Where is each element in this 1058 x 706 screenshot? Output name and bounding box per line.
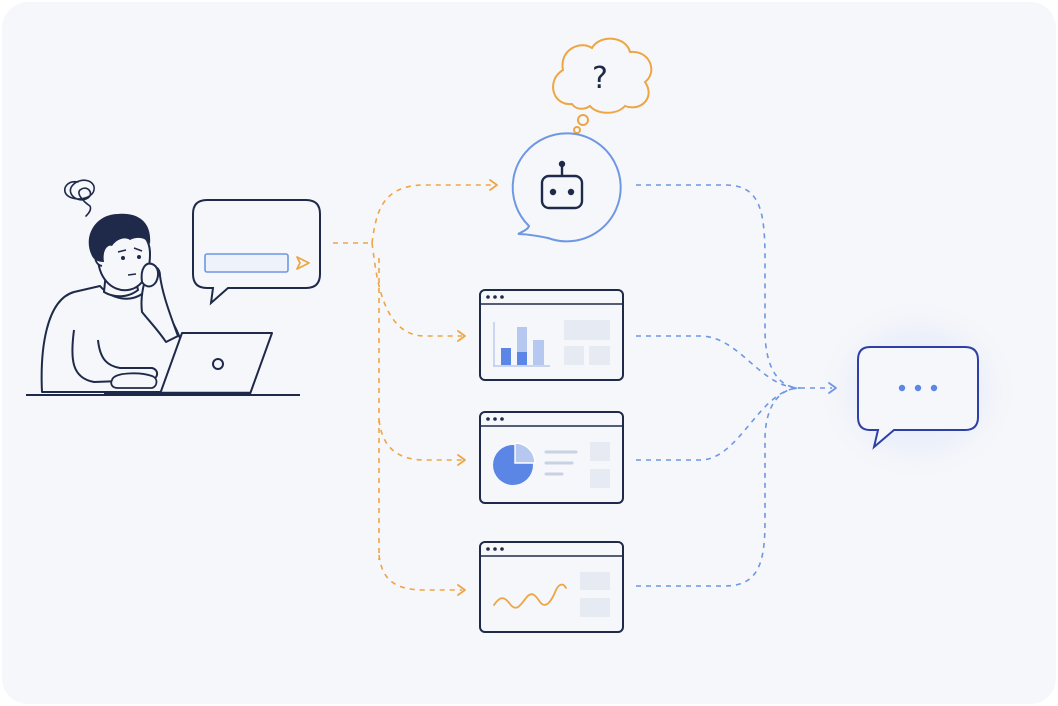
pie-slice	[514, 442, 536, 464]
window-dot-2	[493, 547, 497, 551]
connector-to-line-panel	[378, 554, 462, 591]
bar-2	[517, 327, 527, 365]
panel-frame	[479, 289, 624, 381]
person-resting-arm	[71, 329, 158, 383]
cloud-outline	[552, 37, 653, 114]
window-dot-1	[486, 547, 490, 551]
window-dot-2	[493, 295, 497, 299]
person-eye-left	[121, 256, 125, 260]
person-eyebrow-left	[117, 249, 127, 253]
person-eyebrow-right	[133, 247, 143, 252]
person-illustration	[26, 179, 300, 396]
arrowhead-line-panel	[457, 584, 466, 596]
connector-bar-panel-to-answer	[636, 335, 801, 389]
question-mark-icon: ?	[592, 61, 608, 96]
content-block-1	[564, 320, 610, 340]
orange-arrowheads	[457, 179, 498, 596]
window-dot-1	[486, 417, 490, 421]
arrowhead-robot	[489, 179, 498, 191]
content-block-2	[564, 346, 584, 365]
orange-connectors	[333, 184, 494, 591]
answer-bubble-outline	[857, 346, 979, 450]
robot-bubble-outline	[511, 132, 622, 243]
arrowhead-answer	[828, 382, 837, 394]
thought-cloud	[552, 37, 653, 134]
send-arrow-icon	[296, 256, 310, 270]
cloud-bubble-small	[573, 126, 581, 134]
person-hair	[88, 213, 151, 262]
person-mouth	[127, 273, 137, 276]
connector-pie-panel-to-answer	[636, 387, 801, 461]
speech-bubble-outline	[192, 199, 321, 306]
robot-eye-left	[549, 188, 557, 196]
robot-bubble	[511, 132, 622, 243]
confused-scribble-icon	[63, 179, 95, 217]
person-typing-hand	[110, 372, 158, 389]
arrowhead-bar-panel	[457, 330, 466, 342]
content-block-2	[580, 598, 610, 617]
trend-line	[493, 583, 567, 609]
window-dot-1	[486, 295, 490, 299]
robot-eye-right	[567, 188, 575, 196]
laptop-logo-icon	[212, 358, 224, 370]
robot-antenna-tip	[558, 160, 566, 168]
bar-chart-panel	[479, 289, 624, 381]
window-dot-3	[500, 295, 504, 299]
pie-chart-panel	[479, 411, 624, 504]
chat-input-field	[204, 253, 289, 273]
bar-4	[533, 340, 544, 365]
bar-1	[501, 348, 511, 365]
window-dot-2	[493, 417, 497, 421]
line-chart-panel	[479, 541, 624, 633]
ellipsis-icon	[898, 384, 938, 392]
person-hand	[140, 262, 160, 288]
blue-connectors	[636, 184, 832, 587]
content-block-1	[590, 442, 610, 461]
window-dot-3	[500, 417, 504, 421]
connector-fork-to-robot	[371, 184, 494, 244]
connector-fork-to-bar-panel	[371, 242, 462, 337]
ellipsis-dot-2	[914, 384, 922, 392]
content-block-1	[580, 572, 610, 590]
answer-bubble	[857, 346, 979, 450]
cloud-bubble-medium	[577, 114, 589, 126]
person-eye-right	[137, 255, 141, 259]
arrowhead-pie-panel	[457, 454, 466, 466]
ellipsis-dot-1	[898, 384, 906, 392]
bar-3	[517, 352, 527, 365]
window-dot-3	[500, 547, 504, 551]
user-speech-bubble	[192, 199, 321, 306]
ellipsis-dot-3	[930, 384, 938, 392]
content-block-3	[589, 346, 610, 365]
content-block-2	[590, 469, 610, 488]
connector-robot-to-answer	[636, 184, 801, 389]
robot-icon	[540, 160, 584, 210]
